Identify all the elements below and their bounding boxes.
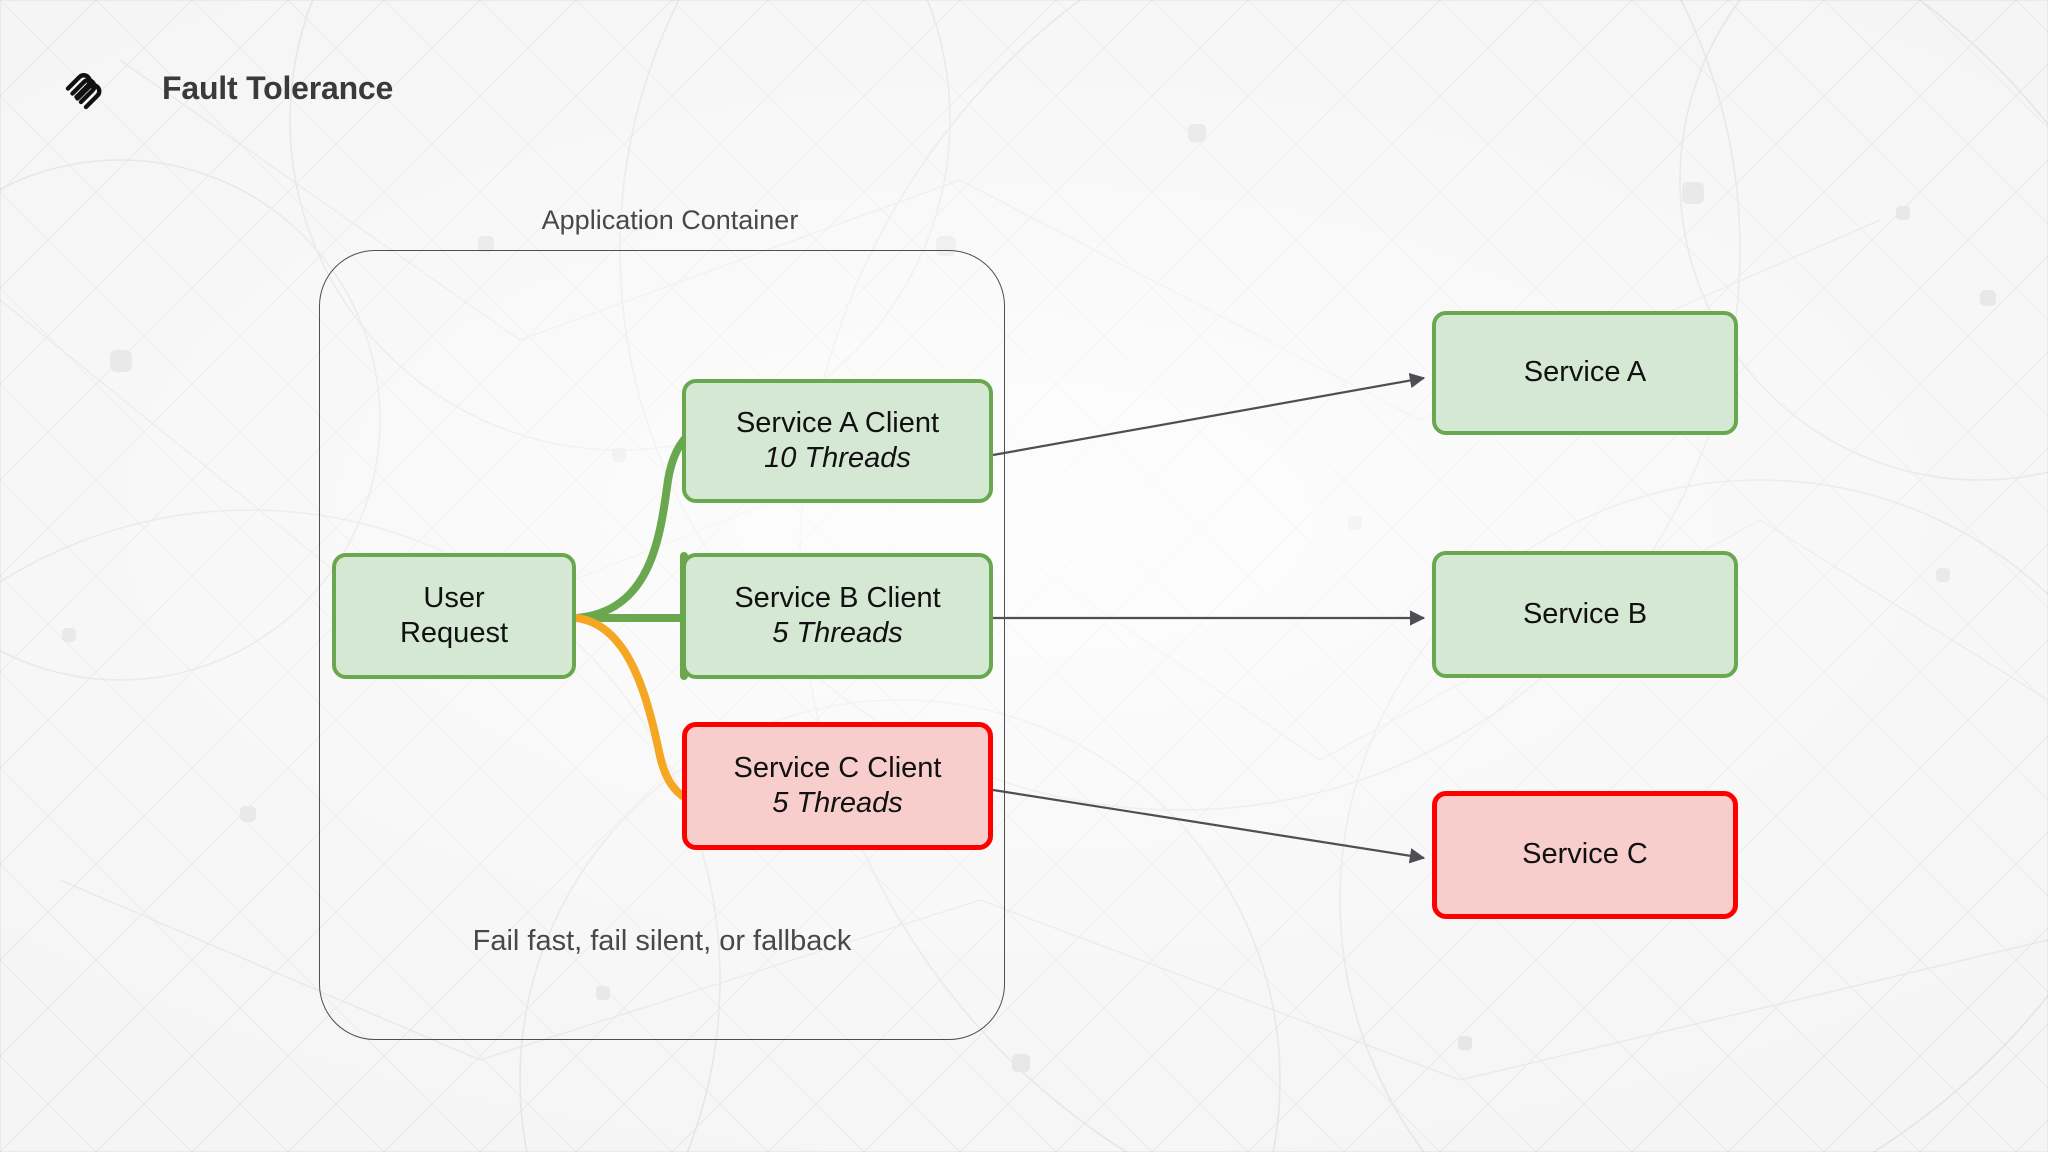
node-service-c-label: Service C [1522,838,1648,871]
slide-header: Fault Tolerance [0,0,2048,160]
node-user-request[interactable]: User Request [332,553,576,679]
squarespace-logo-icon [65,73,102,110]
node-service-b-client-title: Service B Client [734,581,941,614]
node-service-b-client[interactable]: Service B Client 5 Threads [682,553,993,679]
node-service-a-client-title: Service A Client [735,406,940,439]
page-title: Fault Tolerance [162,70,394,106]
node-service-c[interactable]: Service C [1432,791,1738,919]
node-service-c-client-threads: 5 Threads [772,787,903,819]
node-user-request-line2: Request [399,617,508,649]
application-container-label: Application Container [541,205,799,235]
node-service-a-client-threads: 10 Threads [764,442,911,474]
node-service-b-label: Service B [1522,597,1648,630]
node-user-request-line1: User [423,581,485,614]
application-container-caption: Fail fast, fail silent, or fallback [472,925,852,957]
node-service-a-label: Service A [1523,356,1647,389]
application-container-boundary [319,250,1005,1040]
node-service-a-client[interactable]: Service A Client 10 Threads [682,379,993,503]
node-service-b-client-threads: 5 Threads [772,617,903,649]
node-service-a[interactable]: Service A [1432,311,1738,435]
node-service-c-client[interactable]: Service C Client 5 Threads [682,722,993,850]
node-service-b[interactable]: Service B [1432,551,1738,678]
node-service-c-client-title: Service C Client [733,751,942,784]
